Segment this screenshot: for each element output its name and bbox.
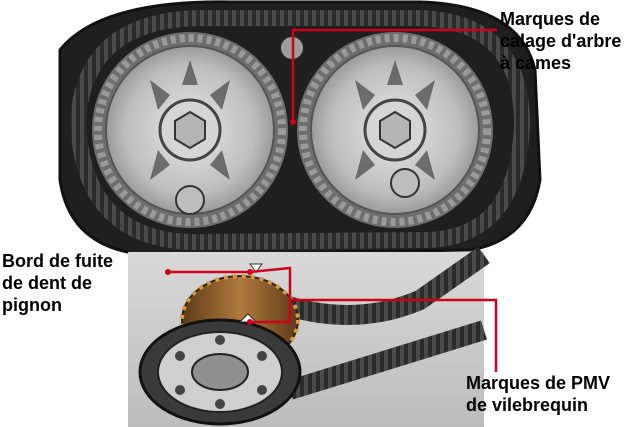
crank-tdc-mark-upper: [249, 263, 263, 273]
left-cam-sprocket: [92, 32, 288, 228]
leader-lines: [168, 28, 498, 372]
leader-crank-marks-out: [290, 298, 498, 372]
crankshaft-tdc-marks-label: Marques de PMV de vilebrequin: [466, 373, 611, 415]
leader-crank-marks: [249, 266, 292, 324]
sprocket-tooth-trailing-edge-label: Bord de fuite de dent de pignon: [2, 251, 113, 315]
camshaft-assembly: [58, 0, 542, 257]
camshaft-timing-marks-label: Marques de calage d'arbre à cames: [500, 9, 622, 73]
timing-belt-upper: [69, 10, 531, 251]
leader-dots: [165, 119, 296, 325]
right-cam-sprocket: [297, 32, 493, 228]
crankshaft-inset: [128, 246, 490, 427]
leader-camshaft-marks: [291, 28, 497, 122]
